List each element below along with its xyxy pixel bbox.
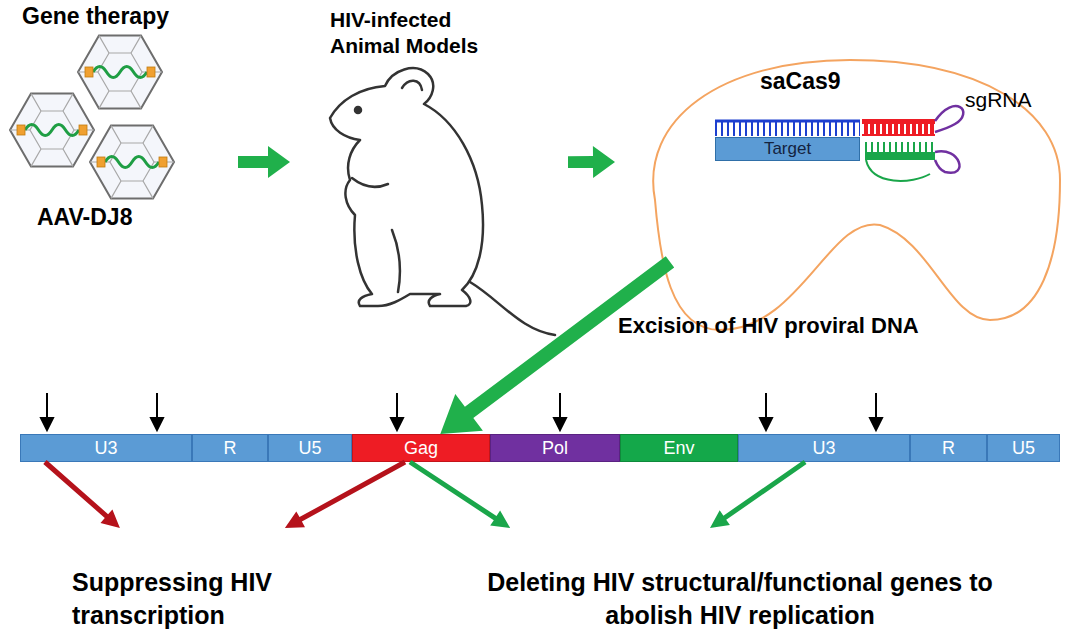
flow-arrow	[409, 460, 511, 528]
animal-model-panel: HIV-infected Animal Models	[290, 0, 568, 345]
outcome-text: Suppressing HIV transcription	[72, 566, 322, 632]
outcome-box: Suppressing HIV transcription	[60, 528, 330, 640]
genome-segment: Env	[620, 434, 738, 462]
segment-label: R	[942, 438, 955, 459]
aav-panel: Gene therapyAAV-DJ8	[5, 0, 238, 240]
genome-segment: U5	[987, 434, 1060, 462]
genome-segment: R	[192, 434, 268, 462]
panel-heading: HIV-infected Animal Models	[330, 7, 500, 59]
outcome-box: Deleting HIV structural/functional genes…	[440, 528, 1040, 640]
genome-segment: Gag	[352, 434, 490, 462]
panel-heading: Gene therapy	[22, 3, 169, 30]
segment-label: U3	[94, 438, 117, 459]
segment-label: U3	[812, 438, 835, 459]
genome-segment: U5	[268, 434, 352, 462]
edge-label: Excision of HIV proviral DNA	[618, 313, 919, 339]
protein-label: saCas9	[760, 68, 841, 95]
segment-label: Pol	[542, 438, 568, 459]
cut-site-arrows	[41, 393, 882, 430]
segment-label: U5	[1012, 438, 1035, 459]
mouse-drawing	[330, 68, 555, 335]
segment-label: Env	[663, 438, 694, 459]
flow-arrow	[710, 460, 807, 528]
aav-capsids	[10, 36, 174, 199]
segment-label: Gag	[404, 438, 438, 459]
genome-segment: R	[910, 434, 987, 462]
flow-arrow	[43, 460, 120, 528]
segment-label: R	[224, 438, 237, 459]
target-label: Target	[764, 139, 811, 159]
flow-arrow	[238, 146, 290, 178]
vector-label: AAV-DJ8	[37, 204, 132, 231]
flow-arrow	[568, 146, 615, 178]
segment-label: U5	[298, 438, 321, 459]
target-box: Target	[715, 137, 860, 161]
outcome-text: Deleting HIV structural/functional genes…	[440, 566, 1040, 632]
flow-arrow	[440, 256, 674, 434]
genome-segment: U3	[20, 434, 192, 462]
cas9-complex: saCas9 sgRNA Target	[615, 55, 1066, 340]
genome-segment: U3	[738, 434, 910, 462]
rna-label: sgRNA	[965, 88, 1032, 112]
genome-segment: Pol	[490, 434, 620, 462]
flow-arrow	[285, 460, 406, 528]
